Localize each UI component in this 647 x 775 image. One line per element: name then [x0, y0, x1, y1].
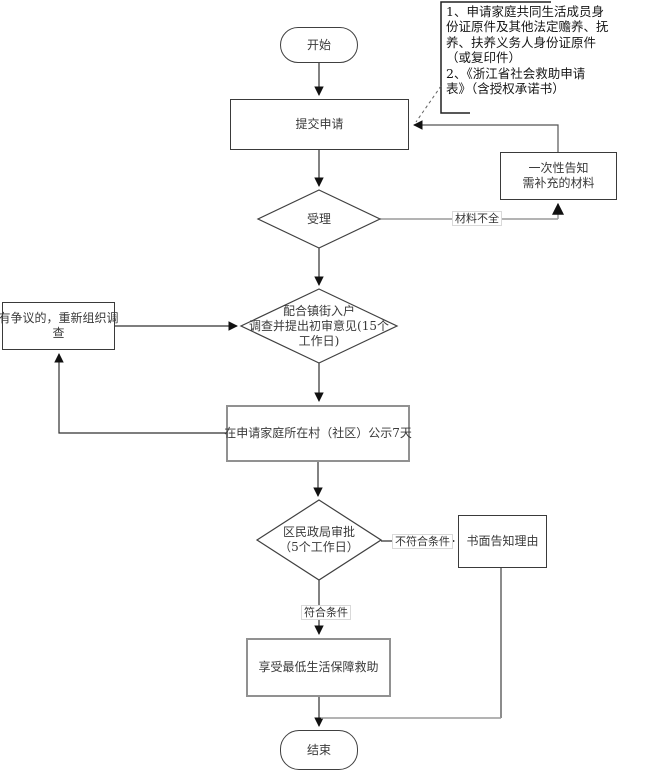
dispute-reinvestigate-node: 有争议的，重新组织调 查 — [0, 302, 119, 350]
start-node: 开始 — [280, 27, 358, 63]
investigate-decision-label: 配合镇街入户 调查并提出初审意见(15个 工作日) — [249, 303, 389, 348]
note-line: 份证原件及其他法定赡养、抚 — [446, 19, 609, 35]
notify-label-line2: 需补充的材料 — [522, 176, 595, 190]
notify-label-line1: 一次性告知 — [528, 161, 589, 175]
note-line: 养、扶养义务人身份证原件 — [446, 34, 597, 50]
note-line: （或复印件） — [446, 50, 522, 66]
public-notice-node: 在申请家庭所在村（社区）公示7天 — [224, 405, 412, 462]
note-line: 2、《浙江省社会救助申请 — [446, 65, 586, 81]
submit-label: 提交申请 — [295, 117, 344, 131]
receive-assistance-node: 享受最低生活保障救助 — [246, 638, 391, 697]
edge-publicity-dispute — [54, 353, 226, 434]
edge-label-incomplete-material: 材料不全 — [452, 211, 502, 226]
approve-decision-label: 区民政局审批 （5个工作日） — [279, 525, 359, 554]
note-bracket — [440, 1, 551, 114]
one-time-notify-node: 一次性告知 需补充的材料 — [500, 152, 617, 200]
requirements-note: 1、申请家庭共同生活成员身 份证原件及其他法定赡养、抚 养、扶养义务人身份证原件… — [446, 4, 638, 96]
edge-label-not-eligible: 不符合条件 — [392, 534, 453, 549]
accept-diamond — [256, 189, 382, 249]
start-label: 开始 — [306, 37, 331, 52]
edge-notify-submit — [413, 120, 559, 152]
edge-label-eligible: 符合条件 — [301, 605, 351, 620]
written-reason-node: 书面告知理由 — [458, 515, 547, 568]
dispute-label-line1: 有争议的，重新组织调 — [0, 311, 119, 325]
note-line: 表》（含授权承诺书） — [446, 81, 565, 97]
end-node: 结束 — [280, 730, 358, 770]
enjoy-label: 享受最低生活保障救助 — [258, 660, 379, 674]
publicity-label: 在申请家庭所在村（社区）公示7天 — [224, 426, 412, 440]
end-label: 结束 — [306, 742, 331, 757]
note-line: 1、申请家庭共同生活成员身 — [446, 4, 604, 19]
note-callout-dashed-line — [415, 85, 442, 123]
approve-diamond — [255, 499, 383, 581]
investigate-diamond — [239, 288, 399, 364]
written-label: 书面告知理由 — [466, 534, 539, 548]
accept-decision-label: 受理 — [306, 211, 331, 226]
submit-application-node: 提交申请 — [230, 99, 409, 150]
dispute-label-line2: 查 — [52, 326, 65, 340]
